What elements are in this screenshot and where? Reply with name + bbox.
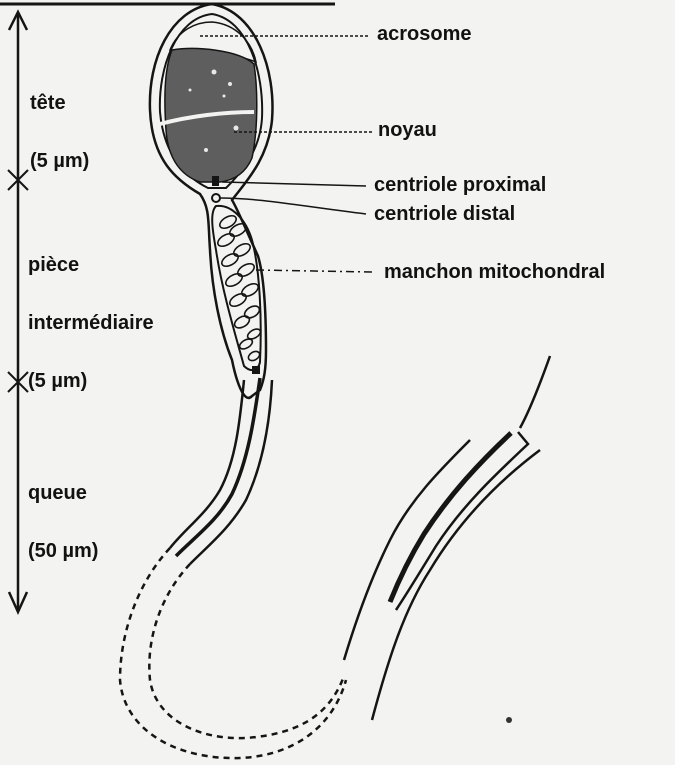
scale-axis xyxy=(9,12,27,612)
scale-piece: pièce intermédiaire (5 µm) xyxy=(28,222,154,425)
label-centriole-distal: centriole distal xyxy=(374,202,515,226)
scale-queue-name: queue xyxy=(28,479,98,508)
label-noyau: noyau xyxy=(378,118,437,142)
scale-tete-size: (5 µm) xyxy=(30,147,89,176)
scale-queue-size: (50 µm) xyxy=(28,537,98,566)
annulus xyxy=(252,366,260,374)
label-centriole-proximal: centriole proximal xyxy=(374,173,546,197)
flagellum-dashed xyxy=(120,548,346,758)
scale-piece-name-2: intermédiaire xyxy=(28,309,154,338)
scale-queue: queue (50 µm) xyxy=(28,450,98,595)
mitochondrial-sheath xyxy=(212,206,262,370)
label-manchon-mitochondral: manchon mitochondral xyxy=(384,260,605,284)
leader-manchon xyxy=(256,270,372,272)
leader-centriole-distal xyxy=(220,198,366,214)
centriole-proximal xyxy=(212,176,219,186)
scale-piece-name-1: pièce xyxy=(28,251,154,280)
label-acrosome: acrosome xyxy=(377,22,472,46)
scale-tete-name: tête xyxy=(30,89,89,118)
flagellum xyxy=(170,356,550,720)
centriole-distal xyxy=(212,194,220,202)
scale-tick-mid-tail xyxy=(8,368,28,396)
speck xyxy=(506,717,512,723)
scale-tete: tête (5 µm) xyxy=(30,60,89,205)
scale-piece-size: (5 µm) xyxy=(28,367,154,396)
scale-tick-head-mid xyxy=(8,166,28,194)
